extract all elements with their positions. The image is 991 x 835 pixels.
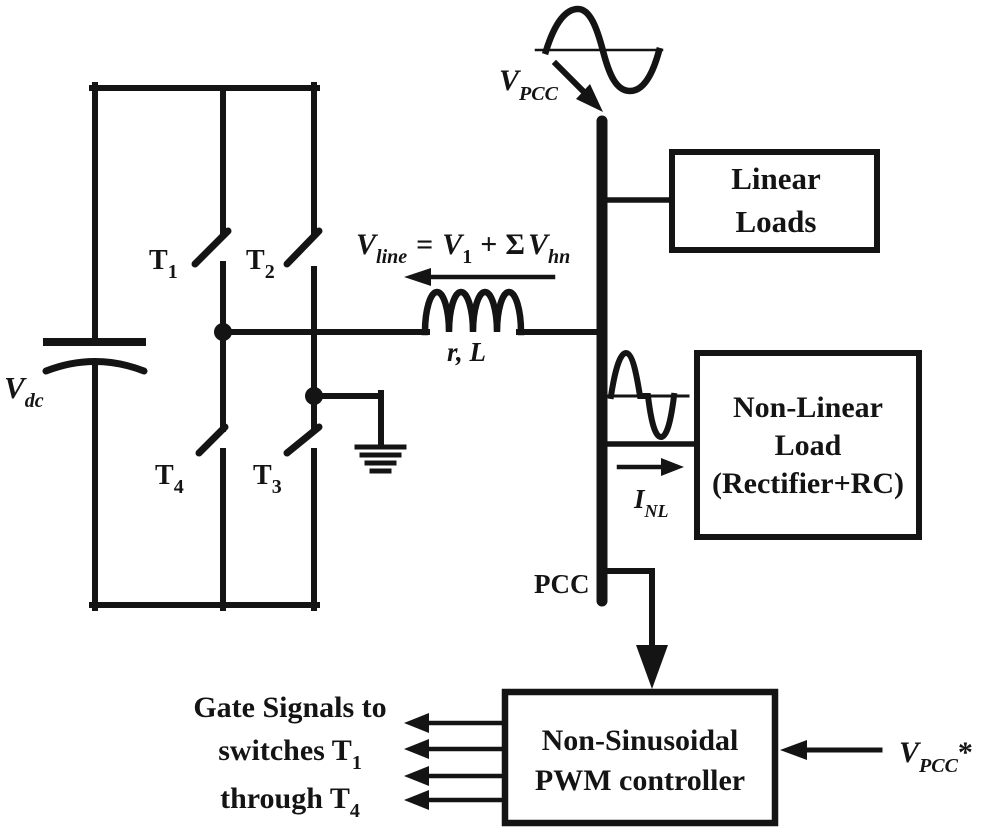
line-inductor bbox=[220, 288, 606, 336]
nonlinear-load-label-line3: (Rectifier+RC) bbox=[712, 467, 904, 500]
vdc-label: Vdc bbox=[4, 370, 44, 412]
linear-loads-label-line2: Loads bbox=[736, 204, 817, 239]
t1-blade bbox=[191, 227, 232, 268]
h-bridge-inverter bbox=[42, 82, 323, 611]
dc-capacitor bbox=[42, 338, 148, 375]
vline-direction-arrow bbox=[404, 268, 556, 286]
switch-t1 bbox=[191, 85, 232, 343]
switch-t3 bbox=[283, 423, 323, 611]
gate-signals-text: Gate Signals to switches T1 through T4 bbox=[193, 691, 386, 822]
ground-connection bbox=[311, 390, 407, 474]
t3-blade bbox=[283, 423, 323, 457]
t4-blade bbox=[195, 423, 229, 457]
t2-label: T2 bbox=[246, 245, 275, 283]
pwm-controller-box bbox=[501, 688, 779, 827]
pwm-controller: Non-Sinusoidal PWM controller bbox=[501, 688, 779, 827]
inl-label: INL bbox=[633, 484, 669, 521]
distorted-wave-icon bbox=[601, 349, 690, 441]
t1-label: T1 bbox=[149, 245, 178, 283]
nonlinear-load: Non-Linear Load (Rectifier+RC) bbox=[600, 349, 922, 540]
sine-wave-icon bbox=[534, 5, 664, 95]
vpcc-label: VPCC bbox=[499, 64, 559, 105]
pwm-controller-label-line2: PWM controller bbox=[535, 764, 745, 797]
gate-signals-line2: switches T1 bbox=[218, 734, 362, 774]
rl-label: r, L bbox=[447, 337, 486, 367]
gate-signals-line3: through T4 bbox=[220, 782, 360, 822]
capacitor-plate-curved bbox=[42, 358, 148, 375]
pcc-to-controller-arrow bbox=[600, 568, 668, 689]
inl-current-arrow bbox=[616, 458, 684, 476]
gate-arrowhead-3 bbox=[404, 766, 429, 786]
sine-curve bbox=[541, 5, 663, 95]
switch-t2 bbox=[283, 82, 323, 433]
gate-arrowhead-4 bbox=[404, 790, 429, 810]
vpcc-ref-label: VPCC* bbox=[899, 736, 973, 777]
linear-loads-box bbox=[669, 149, 880, 253]
linear-loads-label-line1: Linear bbox=[731, 161, 821, 196]
nonlinear-load-label-line2: Load bbox=[775, 429, 842, 462]
vpcc-arrowhead bbox=[576, 84, 603, 112]
inl-arrowhead bbox=[661, 458, 684, 476]
gate-arrowhead-1 bbox=[404, 713, 429, 733]
gate-arrowhead-2 bbox=[404, 739, 429, 759]
vpcc-pointer-arrow bbox=[551, 59, 603, 112]
t2-blade bbox=[283, 227, 323, 268]
vline-arrowhead bbox=[404, 268, 431, 286]
vpcc-ref-arrow bbox=[780, 740, 883, 760]
nonlinear-load-box bbox=[694, 350, 922, 540]
nonlinear-load-label-line1: Non-Linear bbox=[733, 391, 883, 424]
t4-label: T4 bbox=[155, 460, 184, 498]
pcc-label: PCC bbox=[534, 569, 590, 599]
gate-signals-line1: Gate Signals to bbox=[193, 691, 386, 724]
controller-input-arrowhead bbox=[636, 645, 668, 689]
gate-signal-arrows bbox=[404, 713, 508, 810]
earth-ground-icon bbox=[354, 444, 407, 474]
t3-label: T3 bbox=[253, 460, 282, 498]
vpcc-ref-arrowhead bbox=[780, 740, 807, 760]
inductor-coil-icon bbox=[421, 288, 525, 336]
switch-t4 bbox=[195, 322, 229, 611]
linear-loads: Linear Loads bbox=[600, 149, 880, 253]
pwm-controller-label-line1: Non-Sinusoidal bbox=[542, 724, 739, 757]
